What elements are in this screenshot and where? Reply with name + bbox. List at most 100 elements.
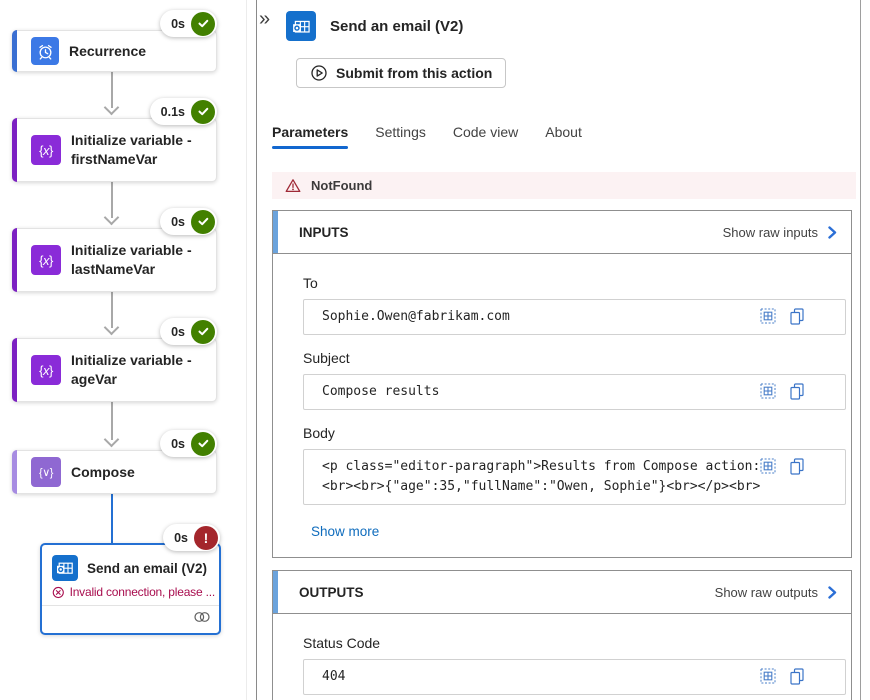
view-table-icon[interactable] bbox=[760, 668, 776, 684]
outputs-body: Status Code 404 bbox=[273, 614, 851, 700]
show-raw-inputs-link[interactable]: Show raw inputs bbox=[723, 225, 837, 240]
status-badge: 0s ! bbox=[163, 524, 220, 551]
copy-icon[interactable] bbox=[789, 668, 805, 685]
variable-icon: {x} bbox=[31, 135, 61, 165]
section-accent bbox=[273, 211, 278, 253]
show-raw-outputs-label: Show raw outputs bbox=[714, 584, 818, 600]
view-table-icon[interactable] bbox=[760, 458, 776, 474]
arrow-down-icon bbox=[103, 431, 120, 448]
node-title: Recurrence bbox=[69, 42, 147, 59]
success-check-icon bbox=[191, 319, 215, 344]
node-footer bbox=[42, 605, 219, 628]
error-text: Invalid connection, please ... bbox=[69, 585, 216, 599]
canvas-edge-line bbox=[246, 0, 247, 700]
node-accent bbox=[12, 450, 17, 494]
inputs-body: To Sophie.Owen@fabrikam.com Sub bbox=[273, 254, 851, 557]
tab-about[interactable]: About bbox=[545, 124, 582, 140]
node-title: Compose bbox=[71, 463, 135, 480]
submit-from-action-button[interactable]: Submit from this action bbox=[296, 58, 507, 88]
warning-triangle-icon bbox=[285, 179, 301, 193]
node-compose[interactable]: {∨} Compose 0s bbox=[12, 430, 217, 494]
node-initialize-lastnamevar[interactable]: {x} Initialize variable - lastNameVar 0s bbox=[12, 208, 217, 292]
duration-label: 0s bbox=[171, 214, 185, 229]
duration-label: 0s bbox=[171, 16, 185, 31]
panel-title: Send an email (V2) bbox=[330, 18, 464, 35]
chevron-right-icon bbox=[828, 225, 837, 239]
error-badge-icon: ! bbox=[194, 525, 218, 550]
view-table-icon[interactable] bbox=[760, 308, 776, 324]
field-label-to: To bbox=[303, 275, 318, 291]
connection-icon[interactable] bbox=[193, 611, 211, 623]
status-badge: 0.1s bbox=[149, 98, 217, 125]
outputs-header: OUTPUTS Show raw outputs bbox=[273, 571, 851, 614]
field-status-code[interactable]: 404 bbox=[303, 659, 846, 695]
tab-bar: Parameters Settings Code view About bbox=[272, 124, 582, 149]
section-accent bbox=[273, 571, 278, 613]
variable-icon: {x} bbox=[31, 355, 61, 385]
node-send-email[interactable]: 0s ! Send an email (V2) Invalid bbox=[40, 524, 221, 635]
error-circle-x-icon bbox=[52, 586, 64, 598]
duration-label: 0s bbox=[174, 530, 188, 545]
copy-icon[interactable] bbox=[789, 308, 805, 325]
copy-icon[interactable] bbox=[789, 458, 805, 475]
inputs-header: INPUTS Show raw inputs bbox=[273, 211, 851, 254]
field-body-value: <p class="editor-paragraph">Results from… bbox=[322, 459, 761, 494]
connector bbox=[111, 180, 113, 218]
node-title: Initialize variable - lastNameVar bbox=[71, 242, 192, 277]
variable-icon: {x} bbox=[31, 245, 61, 275]
error-banner-text: NotFound bbox=[311, 178, 373, 193]
node-initialize-firstnamevar[interactable]: {x} Initialize variable - firstNameVar 0… bbox=[12, 98, 217, 182]
chevron-right-icon bbox=[828, 585, 837, 599]
arrow-down-icon bbox=[103, 99, 120, 116]
field-label-subject: Subject bbox=[303, 350, 350, 366]
error-banner: NotFound bbox=[272, 172, 856, 199]
node-accent bbox=[12, 338, 17, 402]
status-badge: 0s bbox=[160, 208, 217, 235]
node-accent bbox=[12, 228, 17, 292]
submit-button-label: Submit from this action bbox=[336, 65, 493, 81]
pane-right-edge bbox=[860, 0, 861, 700]
outputs-title: OUTPUTS bbox=[299, 584, 364, 600]
node-title: Send an email (V2) bbox=[87, 560, 208, 576]
outlook-icon bbox=[286, 11, 316, 41]
arrow-down-icon bbox=[103, 209, 120, 226]
node-accent bbox=[12, 118, 17, 182]
copy-icon[interactable] bbox=[789, 383, 805, 400]
connector-selected bbox=[111, 492, 113, 543]
arrow-down-icon bbox=[103, 319, 120, 336]
field-label-status-code: Status Code bbox=[303, 635, 381, 651]
field-subject[interactable]: Compose results bbox=[303, 374, 846, 410]
field-to[interactable]: Sophie.Owen@fabrikam.com bbox=[303, 299, 846, 335]
connector bbox=[111, 400, 113, 440]
success-check-icon bbox=[191, 209, 215, 234]
node-error-message: Invalid connection, please ... bbox=[52, 585, 215, 599]
inputs-title: INPUTS bbox=[299, 224, 349, 240]
tab-settings[interactable]: Settings bbox=[375, 124, 426, 140]
tab-code-view[interactable]: Code view bbox=[452, 124, 519, 140]
show-raw-outputs-link[interactable]: Show raw outputs bbox=[715, 585, 837, 600]
outputs-section: OUTPUTS Show raw outputs Status Code 404 bbox=[272, 570, 852, 700]
node-recurrence[interactable]: Recurrence 0s bbox=[12, 10, 217, 72]
field-label-body: Body bbox=[303, 425, 335, 441]
node-title: Initialize variable - firstNameVar bbox=[71, 132, 192, 167]
status-badge: 0s bbox=[160, 430, 217, 457]
view-table-icon[interactable] bbox=[760, 383, 776, 399]
show-raw-inputs-label: Show raw inputs bbox=[722, 224, 818, 240]
duration-label: 0s bbox=[171, 324, 185, 339]
success-check-icon bbox=[191, 431, 215, 456]
node-initialize-agevar[interactable]: {x} Initialize variable - ageVar 0s bbox=[12, 318, 217, 402]
compose-icon: {∨} bbox=[31, 457, 61, 487]
node-accent bbox=[12, 30, 17, 72]
tab-parameters[interactable]: Parameters bbox=[272, 124, 349, 149]
duration-label: 0.1s bbox=[160, 104, 185, 119]
success-check-icon bbox=[191, 99, 215, 124]
field-to-value: Sophie.Owen@fabrikam.com bbox=[322, 309, 510, 324]
collapse-pane-icon[interactable]: » bbox=[259, 8, 271, 30]
field-subject-value: Compose results bbox=[322, 384, 440, 399]
resubmit-play-icon bbox=[311, 65, 327, 81]
show-more-link[interactable]: Show more bbox=[311, 524, 380, 539]
field-body[interactable]: <p class="editor-paragraph">Results from… bbox=[303, 449, 846, 505]
pane-divider[interactable] bbox=[256, 0, 257, 700]
recurrence-clock-icon bbox=[31, 37, 59, 65]
